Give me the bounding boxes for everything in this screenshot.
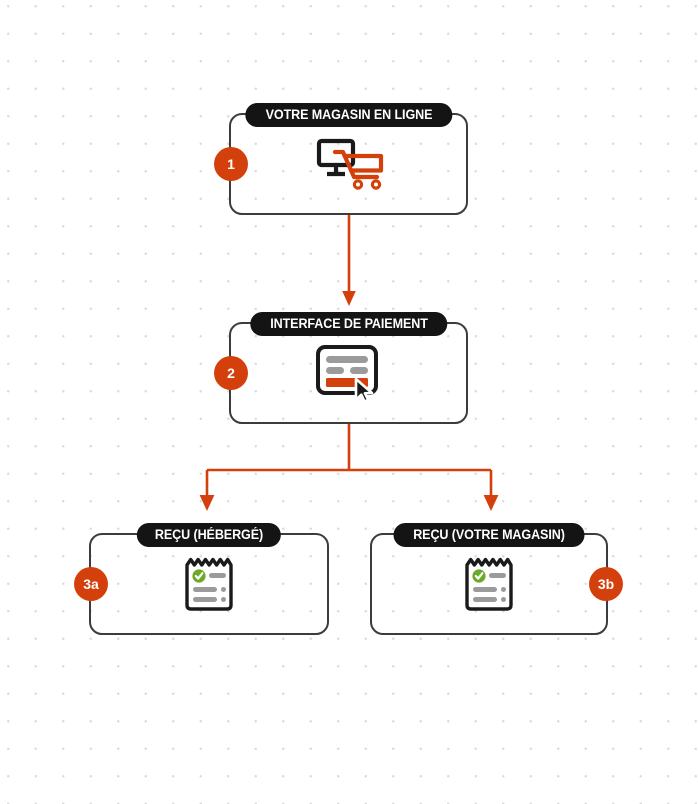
node-receipt-store[interactable]: REÇU (VOTRE MAGASIN) 3b (370, 523, 623, 635)
node-receipt-store-badge: 3b (589, 567, 623, 601)
connector-payment-to-receipts (199, 424, 499, 511)
payment-form-icon (314, 343, 384, 403)
monitor-cart-icon (313, 137, 385, 191)
node-store-title: VOTRE MAGASIN EN LIGNE (244, 103, 453, 127)
node-receipt-hosted-badge: 3a (74, 567, 108, 601)
node-receipt-hosted-title: REÇU (HÉBERGÉ) (136, 523, 282, 547)
receipt-check-icon (183, 555, 235, 613)
node-payment-badge: 2 (214, 356, 248, 390)
node-payment-title: INTERFACE DE PAIEMENT (249, 312, 448, 336)
node-receipt-hosted[interactable]: REÇU (HÉBERGÉ) 3a (74, 523, 329, 635)
node-store[interactable]: VOTRE MAGASIN EN LIGNE 1 (214, 103, 468, 215)
node-receipt-store-title: REÇU (VOTRE MAGASIN) (393, 523, 585, 547)
connector-store-to-payment (342, 215, 356, 306)
node-payment[interactable]: INTERFACE DE PAIEMENT 2 (214, 312, 468, 424)
node-store-badge: 1 (214, 147, 248, 181)
receipt-check-icon (463, 555, 515, 613)
